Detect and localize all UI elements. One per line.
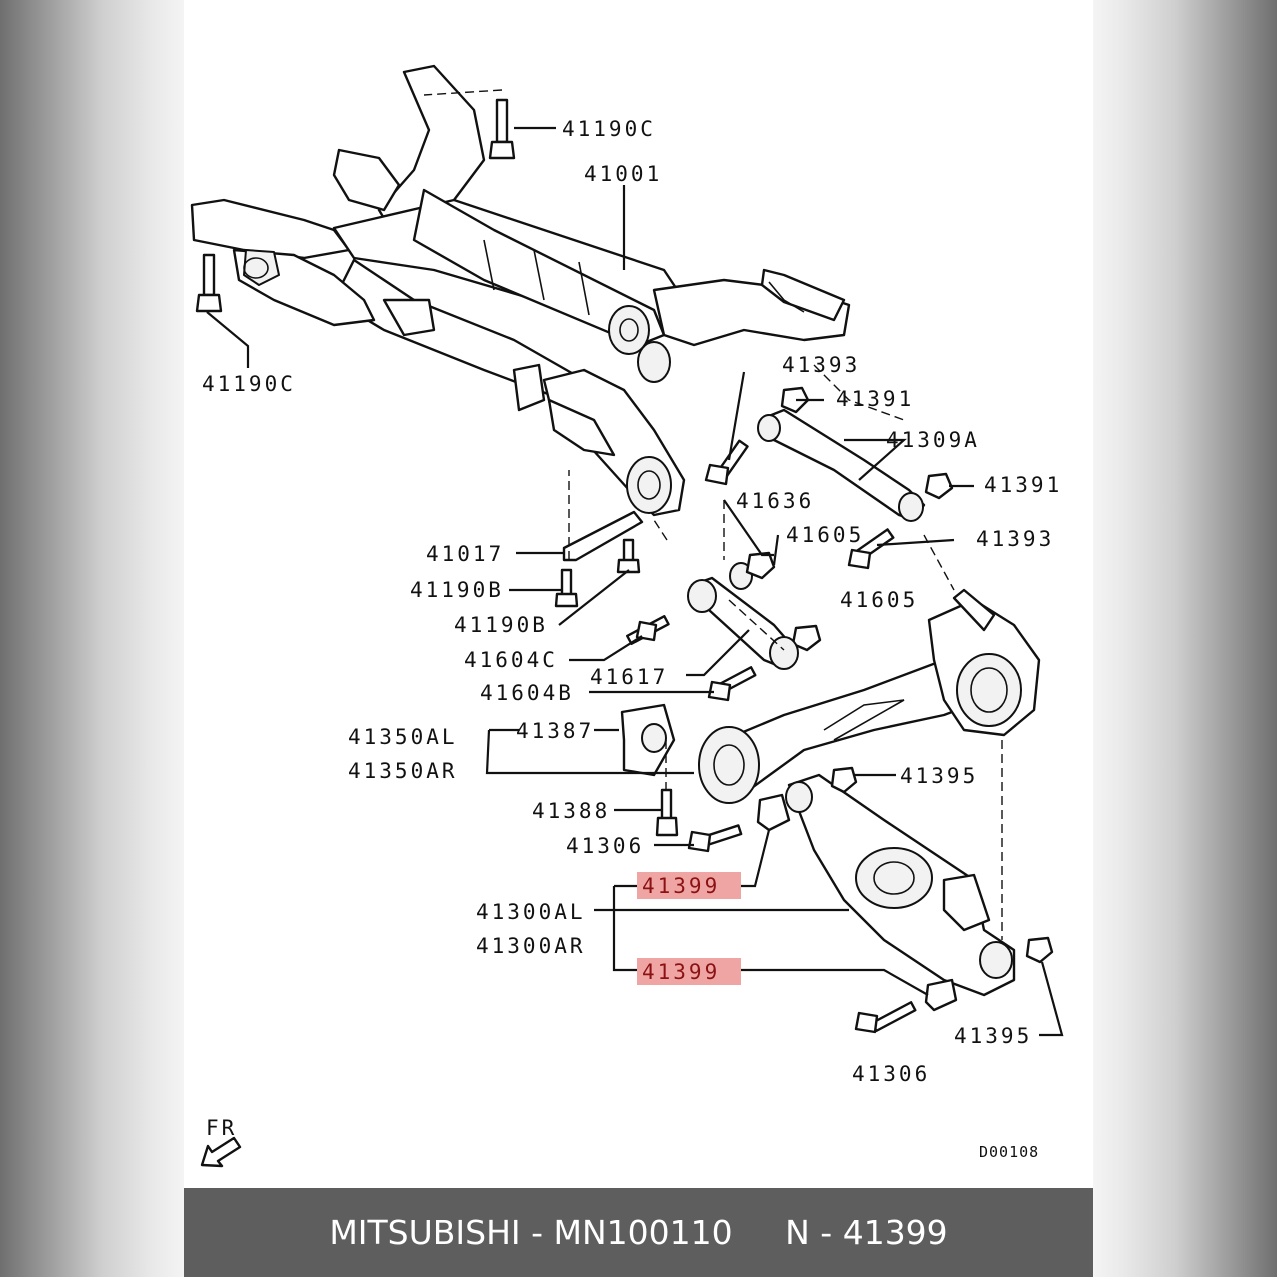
label-41399-top: 41399	[642, 874, 720, 898]
label-41190b-a: 41190B	[410, 578, 504, 602]
nut-41391-top	[780, 386, 810, 414]
caption-bar: MITSUBISHI - MN100110 N - 41399	[184, 1188, 1093, 1277]
bushing-41399-bottom	[924, 978, 958, 1012]
nut-41395-top	[830, 766, 858, 794]
bolt-41604b	[707, 666, 757, 702]
label-41395-top: 41395	[900, 764, 978, 788]
label-fr: FR	[206, 1116, 237, 1140]
label-41393-top: 41393	[782, 353, 860, 377]
label-41395-bottom: 41395	[954, 1024, 1032, 1048]
bolt-41393-top	[704, 439, 749, 486]
label-41350al: 41350AL	[348, 725, 458, 749]
label-41190c-left: 41190C	[202, 372, 296, 396]
label-41300ar: 41300AR	[476, 934, 586, 958]
label-41605-b: 41605	[840, 588, 918, 612]
label-41391-top: 41391	[836, 387, 914, 411]
label-41388: 41388	[532, 799, 610, 823]
exploded-parts-diagram: 41190C 41001 41190C 41393 41391 41309A 4…	[190, 64, 1064, 1168]
bushing-41399-top	[756, 793, 791, 832]
bolt-41306-a	[687, 824, 743, 853]
label-41309a: 41309A	[886, 428, 980, 452]
bolt-41190b-a	[554, 568, 579, 608]
bolt-41388	[655, 788, 679, 837]
label-41300al: 41300AL	[476, 900, 586, 924]
label-41306-a: 41306	[566, 834, 644, 858]
label-41391-right: 41391	[984, 473, 1062, 497]
nut-41395-bottom	[1025, 936, 1054, 964]
label-41399-bottom: 41399	[642, 960, 720, 984]
bolt-41190c-left	[195, 253, 223, 313]
subframe-41001	[190, 64, 851, 517]
bushing-41387	[620, 703, 676, 777]
bolt-41393-right	[847, 528, 895, 570]
label-41001: 41001	[584, 162, 662, 186]
toe-control-arm-41309a	[757, 408, 926, 522]
label-41387: 41387	[516, 719, 594, 743]
nut-41605-a	[745, 551, 776, 580]
trailing-arm-41350	[698, 588, 1041, 804]
label-41306-b: 41306	[852, 1062, 930, 1086]
bracket-41017	[562, 510, 644, 562]
caption-spacer	[733, 1213, 785, 1252]
label-41605-a: 41605	[786, 523, 864, 547]
label-41604b: 41604B	[480, 681, 574, 705]
diagram-sheet: 41190C 41001 41190C 41393 41391 41309A 4…	[184, 0, 1093, 1188]
label-41350ar: 41350AR	[348, 759, 458, 783]
label-41190b-b: 41190B	[454, 613, 548, 637]
label-41017: 41017	[426, 542, 504, 566]
label-41393-right: 41393	[976, 527, 1054, 551]
bolt-41190c-top	[488, 98, 516, 160]
highlight-41399-top	[637, 872, 741, 899]
bolt-41306-b	[854, 1001, 917, 1034]
caption-ref: N - 41399	[785, 1213, 948, 1252]
label-41604c: 41604C	[464, 648, 558, 672]
lower-control-arm-41300	[785, 773, 1016, 997]
lateral-link-41617	[687, 576, 799, 670]
label-41636: 41636	[736, 489, 814, 513]
label-41617: 41617	[590, 665, 668, 689]
nut-41391-right	[924, 472, 954, 500]
diagram-code: D00108	[979, 1143, 1039, 1161]
highlight-41399-bottom	[637, 958, 741, 985]
label-41190c-top: 41190C	[562, 117, 656, 141]
bolt-41190b-b	[616, 538, 641, 574]
front-direction-arrow-icon	[200, 1136, 242, 1168]
caption-brand-part: MITSUBISHI - MN100110	[329, 1213, 733, 1252]
bolt-41604c	[626, 614, 670, 646]
